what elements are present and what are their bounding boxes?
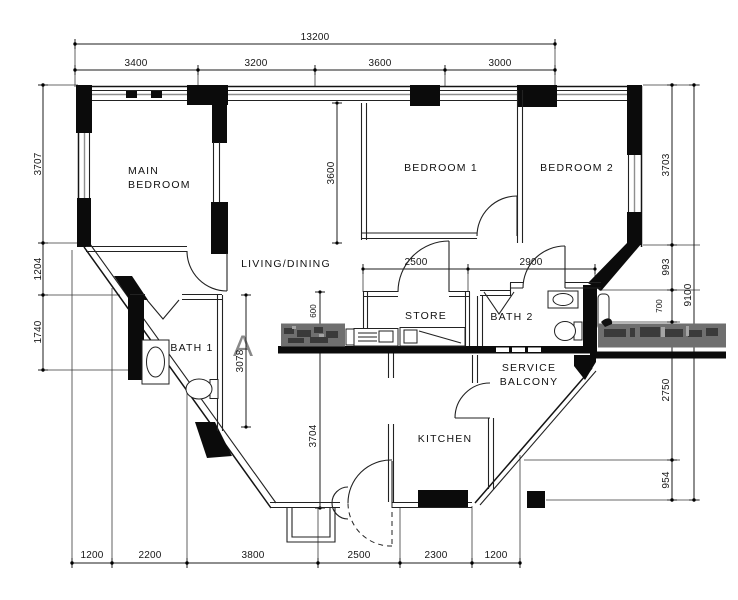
dim-right-seg3: 700 xyxy=(655,299,664,313)
dimension-right: 3703 993 700 2750 954 9100 xyxy=(655,83,699,502)
dim-right-seg4: 2750 xyxy=(661,378,672,401)
dim-living-depth: 3600 xyxy=(326,161,337,184)
dim-bottom-seg4: 2500 xyxy=(347,550,370,561)
room-label-bedroom1: BEDROOM 1 xyxy=(404,162,478,174)
door-main-bedroom xyxy=(186,250,228,292)
door-balcony xyxy=(454,382,491,419)
room-label-kitchen: KITCHEN xyxy=(418,433,473,445)
room-label-service-line1: SERVICE xyxy=(502,362,556,374)
dim-top-seg2: 3200 xyxy=(244,58,267,69)
dim-store-width: 2500 xyxy=(404,257,427,268)
dim-bottom-seg6: 1200 xyxy=(484,550,507,561)
dim-bottom-seg1: 1200 xyxy=(80,550,103,561)
dim-bath1-depth: 3078 xyxy=(235,349,246,372)
room-labels: MAIN BEDROOM BEDROOM 1 BEDROOM 2 LIVING/… xyxy=(128,162,614,445)
dim-left-seg1: 3707 xyxy=(33,152,44,175)
scan-artifact-letter: A xyxy=(233,330,253,363)
watermark-hook-mark xyxy=(601,318,613,327)
dim-bottom-seg3: 3800 xyxy=(241,550,264,561)
bath1-toilet xyxy=(185,378,219,400)
door-store xyxy=(397,240,450,293)
dim-right-seg1: 3703 xyxy=(661,153,672,176)
room-label-main-bedroom-line2: BEDROOM xyxy=(128,179,191,191)
dim-top-seg4: 3000 xyxy=(488,58,511,69)
door-entrance xyxy=(331,459,393,547)
dim-left-seg3: 1740 xyxy=(33,320,44,343)
entrance-ledge xyxy=(286,508,336,543)
fixtures xyxy=(141,290,610,543)
room-label-main-bedroom-line1: MAIN xyxy=(128,165,159,177)
dim-right-seg2: 993 xyxy=(661,258,672,276)
dimension-top: 13200 3400 3200 3600 3000 xyxy=(73,32,557,75)
outer-walls xyxy=(76,85,643,509)
watermark-strip-right xyxy=(590,318,726,359)
dim-counter-depth: 600 xyxy=(309,304,318,318)
door-bedroom1 xyxy=(476,195,518,237)
room-label-bath1: BATH 1 xyxy=(170,342,213,354)
watermark-strip-left xyxy=(281,323,345,347)
dim-right-seg5: 954 xyxy=(661,471,672,489)
door-bath1-bifold xyxy=(146,299,180,320)
dim-left-seg2: 1204 xyxy=(33,257,44,280)
dim-top-overall: 13200 xyxy=(301,32,330,43)
dim-bottom-seg5: 2300 xyxy=(424,550,447,561)
dim-hall-depth: 3704 xyxy=(308,424,319,447)
room-label-store: STORE xyxy=(405,310,447,322)
dimension-left: 3707 1204 1740 xyxy=(33,83,48,372)
dim-top-seg3: 3600 xyxy=(368,58,391,69)
interior-walls xyxy=(86,90,601,502)
dimension-bottom: 1200 2200 3800 2500 2300 1200 xyxy=(70,550,522,568)
dim-right-overall: 9100 xyxy=(683,283,694,306)
kitchen-counter-items xyxy=(345,327,466,347)
room-label-living-dining: LIVING/DINING xyxy=(241,258,331,270)
dim-bottom-seg2: 2200 xyxy=(138,550,161,561)
room-label-bedroom2: BEDROOM 2 xyxy=(540,162,614,174)
doors xyxy=(146,195,566,547)
dim-top-seg1: 3400 xyxy=(124,58,147,69)
room-label-service-line2: BALCONY xyxy=(500,376,559,388)
bath2-sink xyxy=(547,290,579,309)
door-bath2-bifold xyxy=(483,291,515,315)
door-bedroom2 xyxy=(522,245,566,289)
bath2-toilet xyxy=(554,321,583,341)
room-label-bath2: BATH 2 xyxy=(490,311,533,323)
bath1-sink xyxy=(141,339,170,385)
